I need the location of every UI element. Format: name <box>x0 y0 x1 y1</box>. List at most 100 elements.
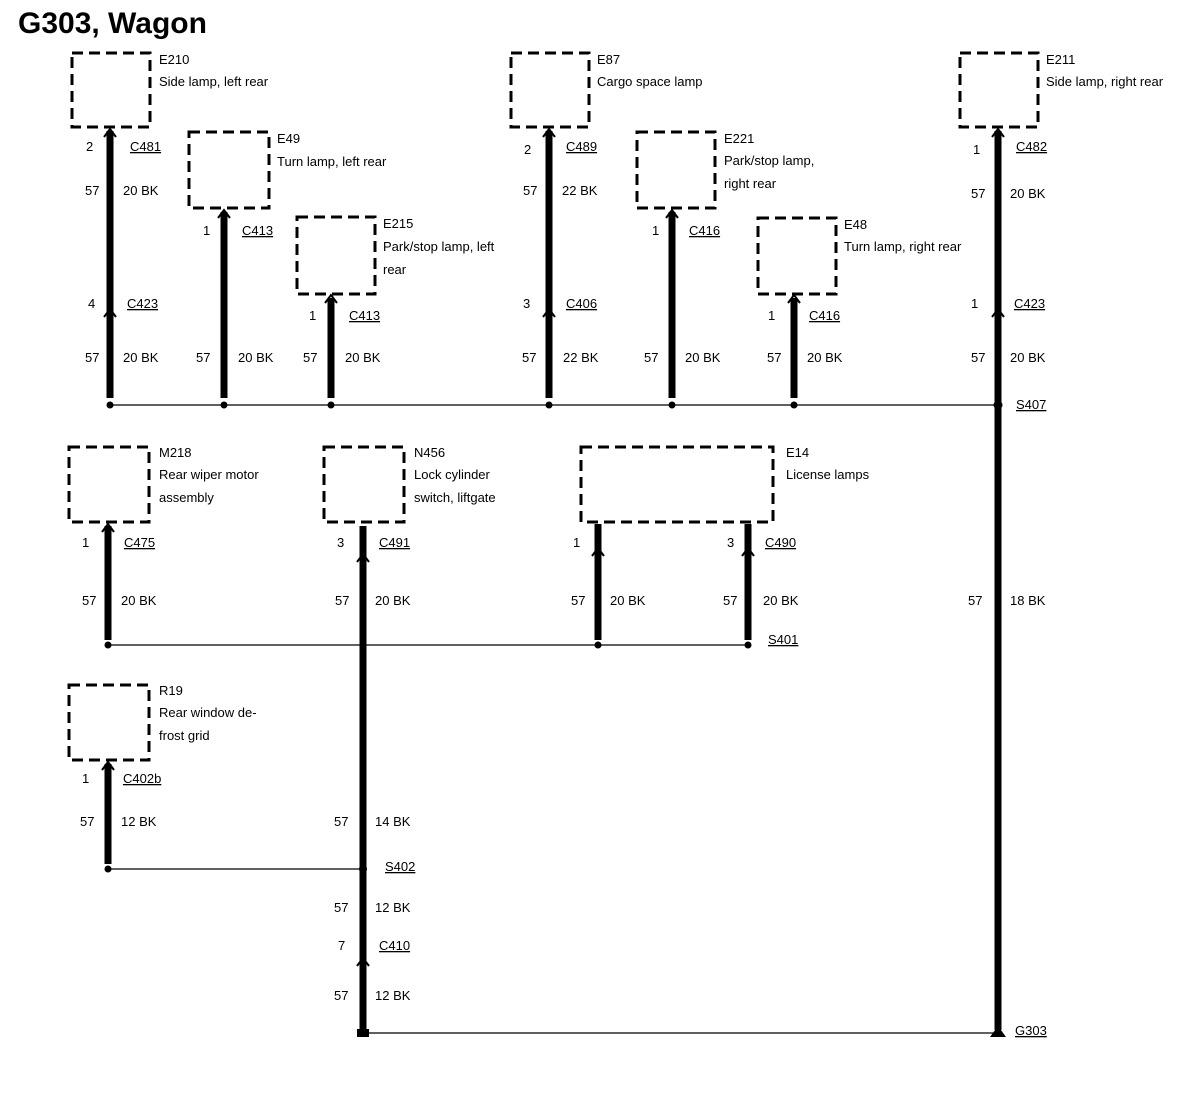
wire-spec: 12 BK <box>121 814 157 829</box>
pin-number: 1 <box>82 535 89 550</box>
connector-chevron <box>101 522 115 533</box>
connector-label: C423 <box>1014 296 1045 311</box>
component-m218-desc-2: assembly <box>159 490 214 505</box>
connector-chevron <box>991 127 1005 138</box>
connector-chevron <box>665 208 679 219</box>
pin-number: 1 <box>203 223 210 238</box>
component-e215-id: E215 <box>383 216 413 231</box>
connector-chevron <box>356 552 370 563</box>
component-e215-desc: Park/stop lamp, left <box>383 239 495 254</box>
component-n456-id: N456 <box>414 445 445 460</box>
connector-label: C413 <box>242 223 273 238</box>
ground-icon <box>990 1026 1006 1037</box>
splice-dot <box>668 401 676 409</box>
component-e210-id: E210 <box>159 52 189 67</box>
wire-circuit: 57 <box>303 350 317 365</box>
wire-spec: 20 BK <box>1010 350 1046 365</box>
connector-label: C413 <box>349 308 380 323</box>
splice-label: S407 <box>1016 397 1046 412</box>
pin-number: 2 <box>524 142 531 157</box>
component-e215-box <box>295 215 377 296</box>
component-r19-id: R19 <box>159 683 183 698</box>
component-e14-desc: License lamps <box>786 467 870 482</box>
pin-number: 3 <box>727 535 734 550</box>
wire-circuit: 57 <box>971 350 985 365</box>
wire-spec: 20 BK <box>123 183 159 198</box>
component-e211-id: E211 <box>1046 52 1075 67</box>
component-m218-desc: Rear wiper motor <box>159 467 259 482</box>
component-e48-box <box>756 216 838 296</box>
wire-circuit: 57 <box>767 350 781 365</box>
connector-label: C490 <box>765 535 796 550</box>
component-e215-desc-2: rear <box>383 262 407 277</box>
connector-chevron <box>103 127 117 138</box>
pin-number: 1 <box>768 308 775 323</box>
pin-number: 2 <box>86 139 93 154</box>
wire-circuit: 57 <box>85 350 99 365</box>
component-e221-desc: Park/stop lamp, <box>724 153 814 168</box>
wire-spec: 12 BK <box>375 988 411 1003</box>
wire-circuit: 57 <box>82 593 96 608</box>
component-e49-id: E49 <box>277 131 300 146</box>
wire-circuit: 57 <box>196 350 210 365</box>
wire-spec: 20 BK <box>685 350 721 365</box>
wire-spec: 20 BK <box>807 350 843 365</box>
wire-spec: 12 BK <box>375 900 411 915</box>
wire-spec: 20 BK <box>345 350 381 365</box>
connector-label: C402b <box>123 771 161 786</box>
pin-number: 7 <box>338 938 345 953</box>
wire-circuit: 57 <box>644 350 658 365</box>
connector-label: C410 <box>379 938 410 953</box>
component-e87-id: E87 <box>597 52 620 67</box>
component-e211-desc: Side lamp, right rear <box>1046 74 1164 89</box>
splice-dot <box>104 641 112 649</box>
splice-dot <box>104 865 112 873</box>
wire-circuit: 57 <box>968 593 982 608</box>
diagram-title: G303, Wagon <box>18 7 207 40</box>
connector-label: C416 <box>689 223 720 238</box>
component-e14-id: E14 <box>786 445 809 460</box>
wire-circuit: 57 <box>971 186 985 201</box>
wire-circuit: 57 <box>523 183 537 198</box>
component-e210-box <box>70 51 152 129</box>
wire-circuit: 57 <box>723 593 737 608</box>
wire-spec: 20 BK <box>375 593 411 608</box>
connector-chevron <box>591 546 605 557</box>
wire-spec: 22 BK <box>562 183 598 198</box>
splice-label: S402 <box>385 859 415 874</box>
wire-spec: 20 BK <box>610 593 646 608</box>
connector-chevron <box>324 293 338 304</box>
wire-circuit: 57 <box>334 900 348 915</box>
pin-number: 1 <box>573 535 580 550</box>
component-n456-desc: Lock cylinder <box>414 467 491 482</box>
wire-circuit: 57 <box>522 350 536 365</box>
connector-chevron <box>217 208 231 219</box>
wire-circuit: 57 <box>334 814 348 829</box>
component-e210-desc: Side lamp, left rear <box>159 74 269 89</box>
component-e14-box <box>579 445 775 524</box>
wire-spec: 20 BK <box>123 350 159 365</box>
wire-circuit: 57 <box>80 814 94 829</box>
pin-number: 1 <box>973 142 980 157</box>
wire-circuit: 57 <box>85 183 99 198</box>
component-e221-desc-2: right rear <box>724 176 777 191</box>
component-m218-box <box>67 445 151 524</box>
wire-spec: 20 BK <box>121 593 157 608</box>
wire-circuit: 57 <box>571 593 585 608</box>
wire-spec: 22 BK <box>563 350 599 365</box>
connector-chevron <box>787 293 801 304</box>
connector-chevron <box>356 956 370 967</box>
component-r19-desc: Rear window de- <box>159 705 257 720</box>
component-n456-desc-2: switch, liftgate <box>414 490 496 505</box>
pin-number: 1 <box>82 771 89 786</box>
splice-dot <box>790 401 798 409</box>
pin-number: 1 <box>971 296 978 311</box>
connector-label: C406 <box>566 296 597 311</box>
component-e221-id: E221 <box>724 131 754 146</box>
splice-dot <box>359 865 367 873</box>
component-r19-desc-2: frost grid <box>159 728 210 743</box>
component-e211-box <box>958 51 1040 129</box>
splice-dot <box>327 401 335 409</box>
splice-dot <box>106 401 114 409</box>
component-e48-desc: Turn lamp, right rear <box>844 239 962 254</box>
